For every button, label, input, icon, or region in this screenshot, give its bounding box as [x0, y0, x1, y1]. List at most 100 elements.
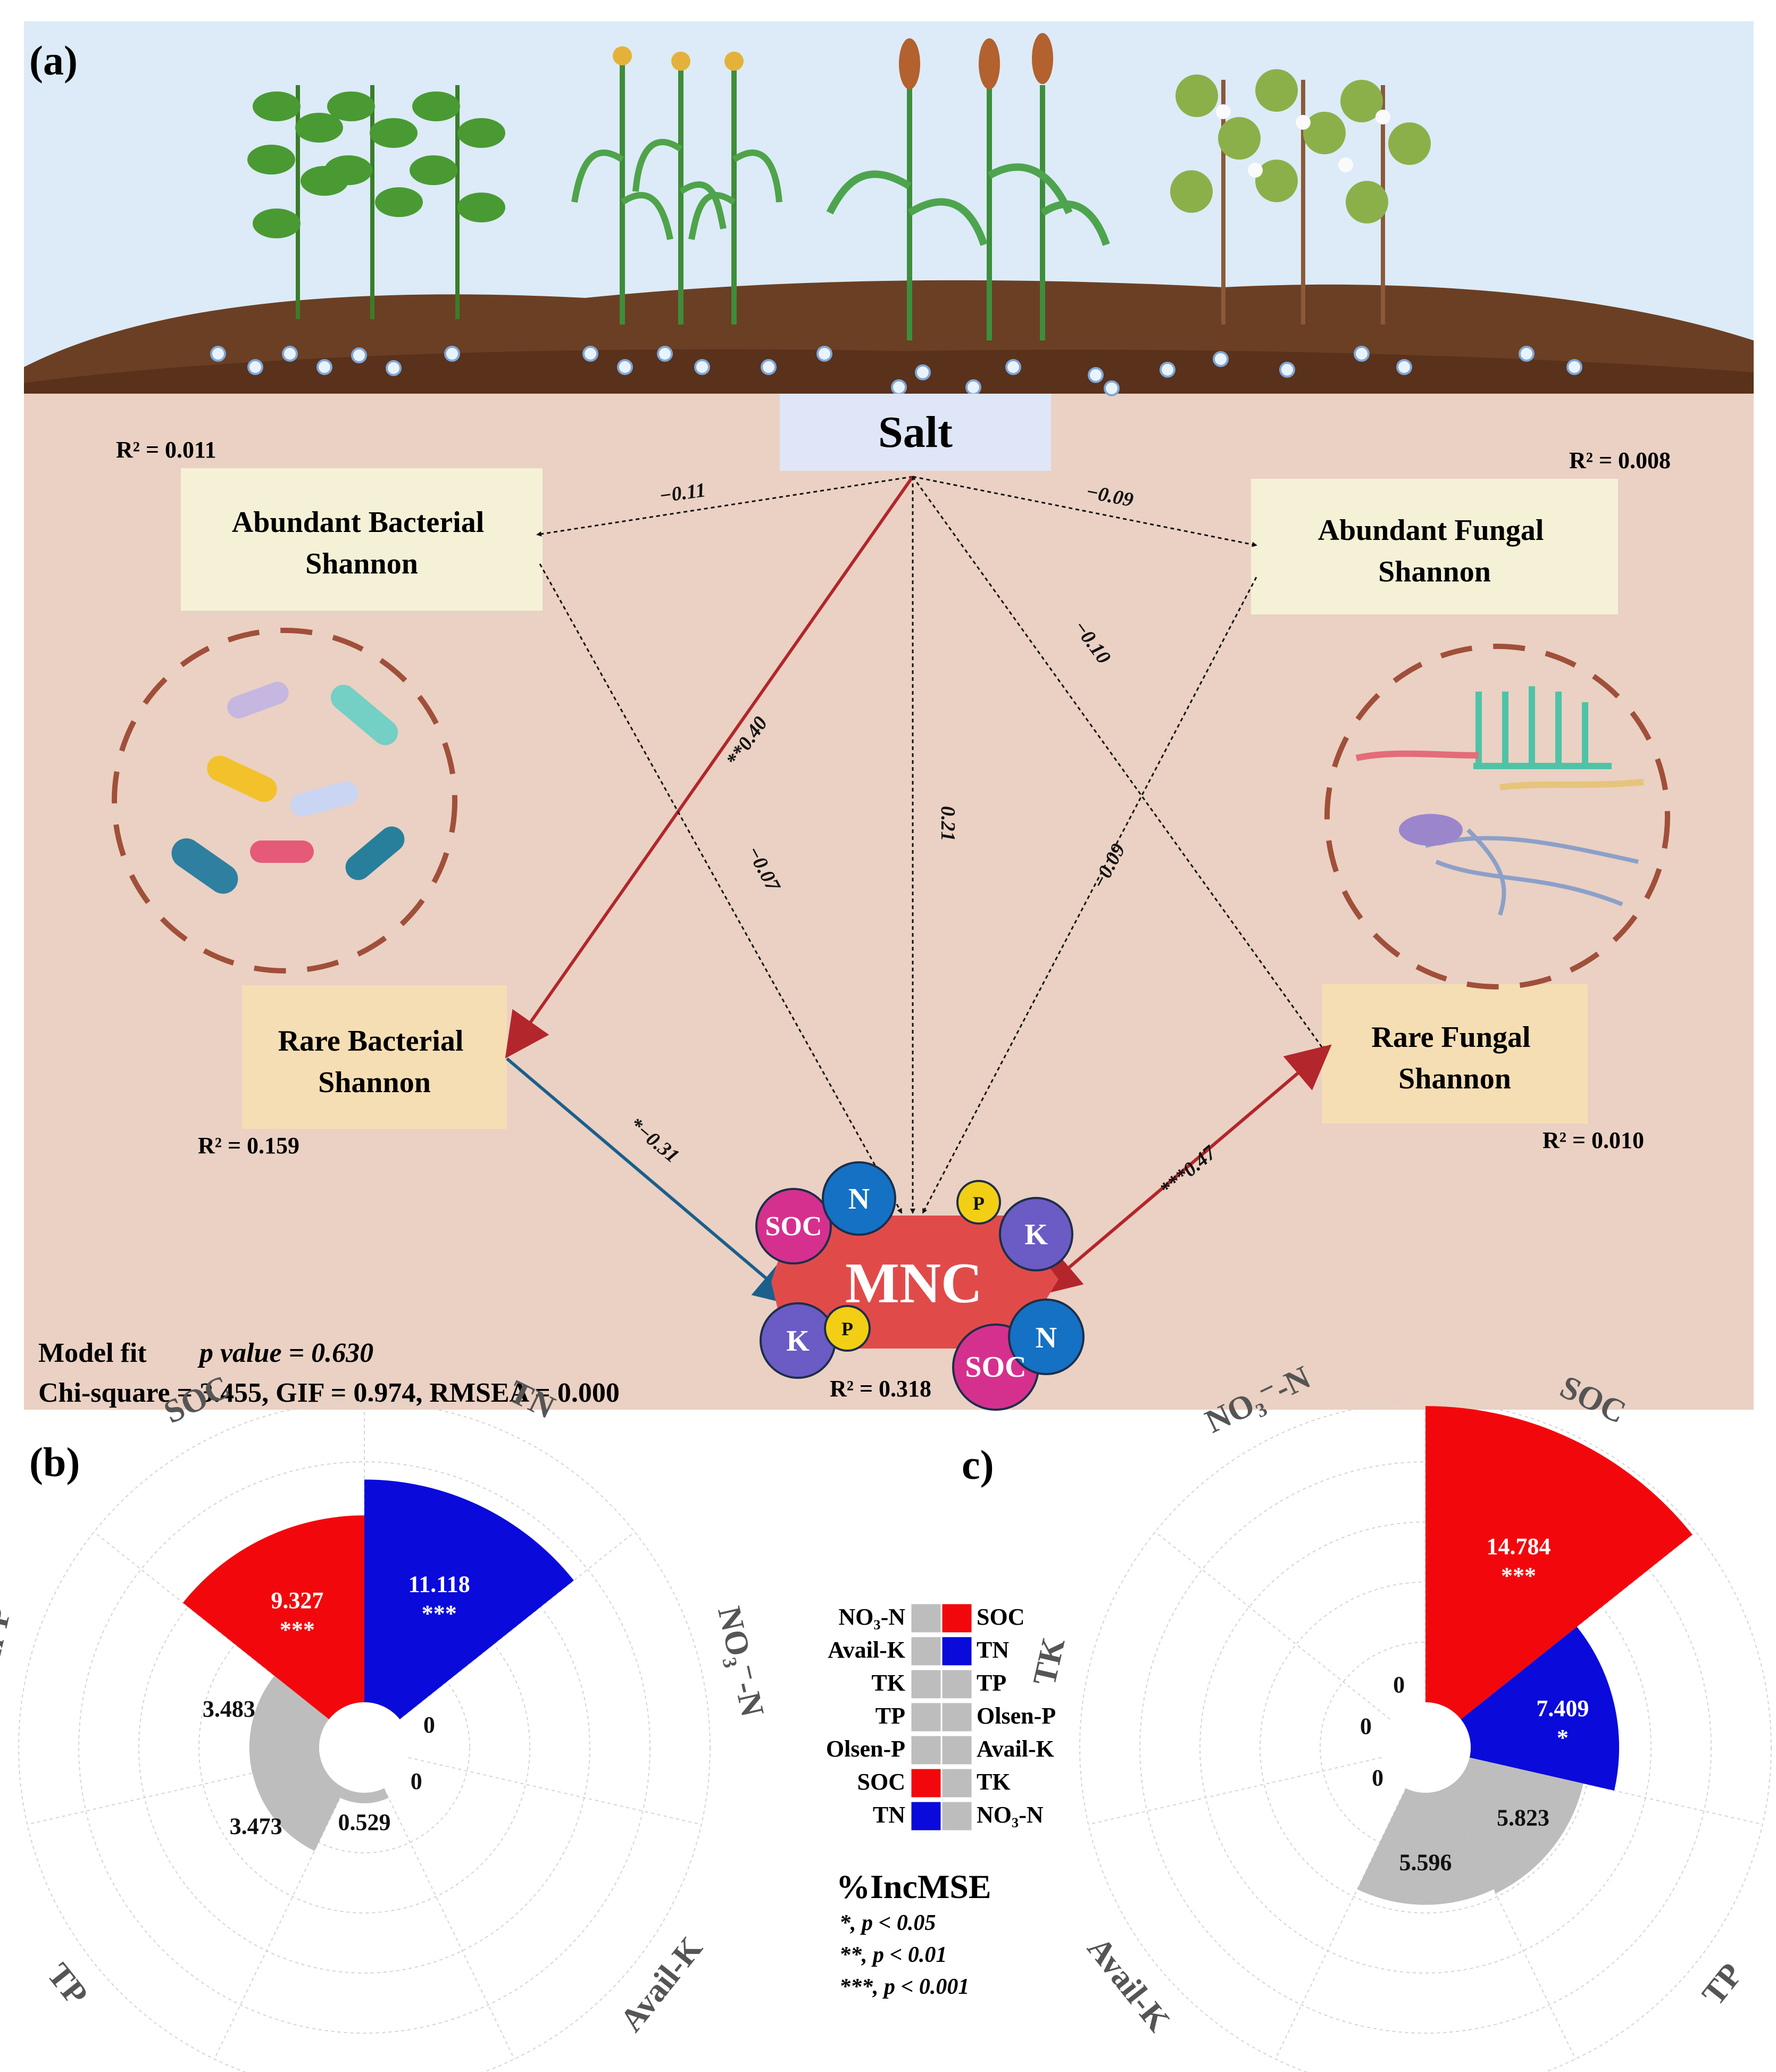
polar-center [319, 1702, 410, 1793]
panel-b: (b) TNNO₃⁻-NAvail-KTKTPOlsen-PSOC11.118*… [0, 1369, 771, 2072]
grid-spoke [214, 1788, 346, 2060]
abundant-bacterial-line2: Shannon [305, 547, 418, 580]
polar-bar-soc [1425, 1406, 1692, 1720]
panel-c: c) SOCTNTPOlsen-PAvail-KTKNO₃⁻-N14.784**… [962, 1359, 1772, 2072]
badge-k-2: K [786, 1325, 810, 1358]
category-label: Avail-K [613, 1930, 710, 2038]
value-label-tn: 11.118 [408, 1571, 470, 1597]
panel-a: (a) Salt Abundant Bacterial Shannon Abun… [24, 21, 1754, 1411]
coef-salt-mnc: 0.21 [937, 806, 959, 842]
abundant-bacterial-line1: Abundant Bacterial [232, 506, 485, 539]
legend-swatch-left [910, 1635, 943, 1667]
legend-sig-1: *, p < 0.05 [839, 1911, 936, 1935]
value-label-olsenp: 5.596 [1399, 1849, 1452, 1875]
value-label-tp: 3.473 [230, 1813, 282, 1840]
model-fit-label: Model fit [38, 1338, 147, 1368]
mnc-node: MNC SOC N P K K P SOC N [755, 1161, 1085, 1411]
badge-p-2: P [841, 1318, 853, 1339]
salt-crystals [210, 346, 1582, 396]
grid-circle [1139, 1461, 1712, 2034]
path-salt-abundant-fungal [912, 476, 1257, 547]
rare-bacterial-line2: Shannon [318, 1066, 431, 1099]
legend-sig-3: ***, p < 0.001 [839, 1975, 969, 1999]
sig-label-tn: *** [422, 1601, 457, 1627]
svg-text:Abundant Fungal Shannon: Abundant Fungal Shannon [1318, 514, 1552, 588]
abundant-bacterial-box [181, 468, 543, 611]
panel-b-label: (b) [29, 1439, 80, 1485]
polar-bar-tp [252, 1757, 345, 1851]
path-rare-bacterial-mnc [506, 1057, 800, 1307]
legend-swatch-right [940, 1800, 973, 1832]
rare-bacterial-line1: Rare Bacterial [278, 1025, 464, 1058]
badge-p-1: P [973, 1193, 985, 1214]
grid-circle [78, 1461, 651, 2034]
polar-bar-tk [340, 1788, 389, 1803]
path-abundant-fungal-mnc [922, 577, 1257, 1214]
legend-right-label: TN [977, 1637, 1009, 1663]
sig-label-tn: * [1557, 1725, 1569, 1751]
legend-title: %IncMSE [836, 1868, 991, 1905]
legend-swatch-right [940, 1734, 973, 1766]
legend-right-label: TP [977, 1670, 1006, 1696]
r2-abundant-bacterial: R² = 0.011 [116, 437, 216, 463]
path-salt-rare-bacterial [505, 476, 914, 1059]
value-label-tp: 5.823 [1497, 1804, 1549, 1830]
legend-swatch-right [940, 1668, 973, 1700]
fungi-illustration [1324, 644, 1670, 989]
r2-abundant-fungal: R² = 0.008 [1569, 447, 1671, 473]
polar-bar-tn [364, 1479, 574, 1720]
grid-spoke [1155, 1531, 1391, 1720]
legend-left-label: NO₃-N [838, 1604, 905, 1630]
polar-bar-olsen-p [249, 1676, 329, 1774]
polar-chart-b: TNNO₃⁻-NAvail-KTKTPOlsen-PSOC11.118***00… [0, 1369, 771, 2072]
polar-chart-c: SOCTNTPOlsen-PAvail-KTKNO₃⁻-N14.784***7.… [1026, 1359, 1772, 2072]
badge-n-1: N [848, 1183, 870, 1216]
value-label-olsenp: 3.483 [203, 1696, 255, 1722]
legend-swatch-right [940, 1635, 973, 1667]
bacteria-illustration [112, 628, 457, 973]
sem-paths [505, 476, 1332, 1307]
svg-text:Abundant Bacterial Shann: Abundant Bacterial Shannon [232, 506, 492, 580]
legend-right-label: Avail-K [977, 1736, 1054, 1762]
r2-mnc: R² = 0.318 [830, 1376, 931, 1402]
legend-swatch-left [910, 1602, 943, 1634]
legend-left-label: TP [876, 1703, 905, 1729]
value-label-no3: 0 [423, 1712, 435, 1738]
grid-spoke [1088, 1757, 1382, 1825]
salt-box [780, 394, 1051, 471]
value-label-no3: 0 [1393, 1671, 1405, 1697]
category-label: TP [1695, 1957, 1750, 2012]
grid-spoke [399, 1531, 635, 1720]
value-label-tk: 0 [1360, 1713, 1372, 1739]
legend-right-label: TK [977, 1769, 1011, 1795]
svg-text:Rare Fungal Shannon: Rare Fungal Shannon [1371, 1021, 1538, 1095]
category-label: NO₃⁻-N [711, 1603, 771, 1720]
soybean-plants [247, 85, 505, 319]
value-label-availk: 0 [1372, 1765, 1383, 1791]
grid-spoke [1469, 1757, 1763, 1825]
value-label-tk: 0.529 [338, 1809, 391, 1835]
legend-swatch-left [910, 1767, 943, 1799]
legend-right-label: Olsen-P [977, 1703, 1056, 1729]
grid-spoke [1444, 1788, 1576, 2060]
panel-c-label: c) [962, 1442, 994, 1488]
legend-right-label: NO₃-N [977, 1802, 1044, 1828]
model-fit-pvalue: p value = 0.630 [197, 1338, 373, 1368]
category-label: TK [1026, 1634, 1072, 1688]
path-salt-abundant-bacterial [536, 476, 913, 537]
cotton-plants [1170, 69, 1431, 324]
legend-right-label: SOC [977, 1604, 1024, 1630]
value-label-soc: 9.327 [271, 1587, 323, 1613]
salt-label: Salt [878, 407, 953, 457]
legend-swatch-right [940, 1602, 973, 1634]
abundant-fungal-box [1251, 479, 1618, 614]
abundant-fungal-line1: Abundant Fungal [1318, 514, 1544, 547]
path-abundant-bacterial-mnc [539, 563, 903, 1214]
value-label-tn: 7.409 [1536, 1695, 1589, 1721]
sig-label-soc: *** [280, 1617, 315, 1643]
legend-left-label: Olsen-P [826, 1736, 905, 1762]
rare-fungal-line2: Shannon [1398, 1062, 1511, 1095]
grid-spoke [1275, 1788, 1407, 2060]
category-label: Olsen-P [0, 1603, 18, 1720]
